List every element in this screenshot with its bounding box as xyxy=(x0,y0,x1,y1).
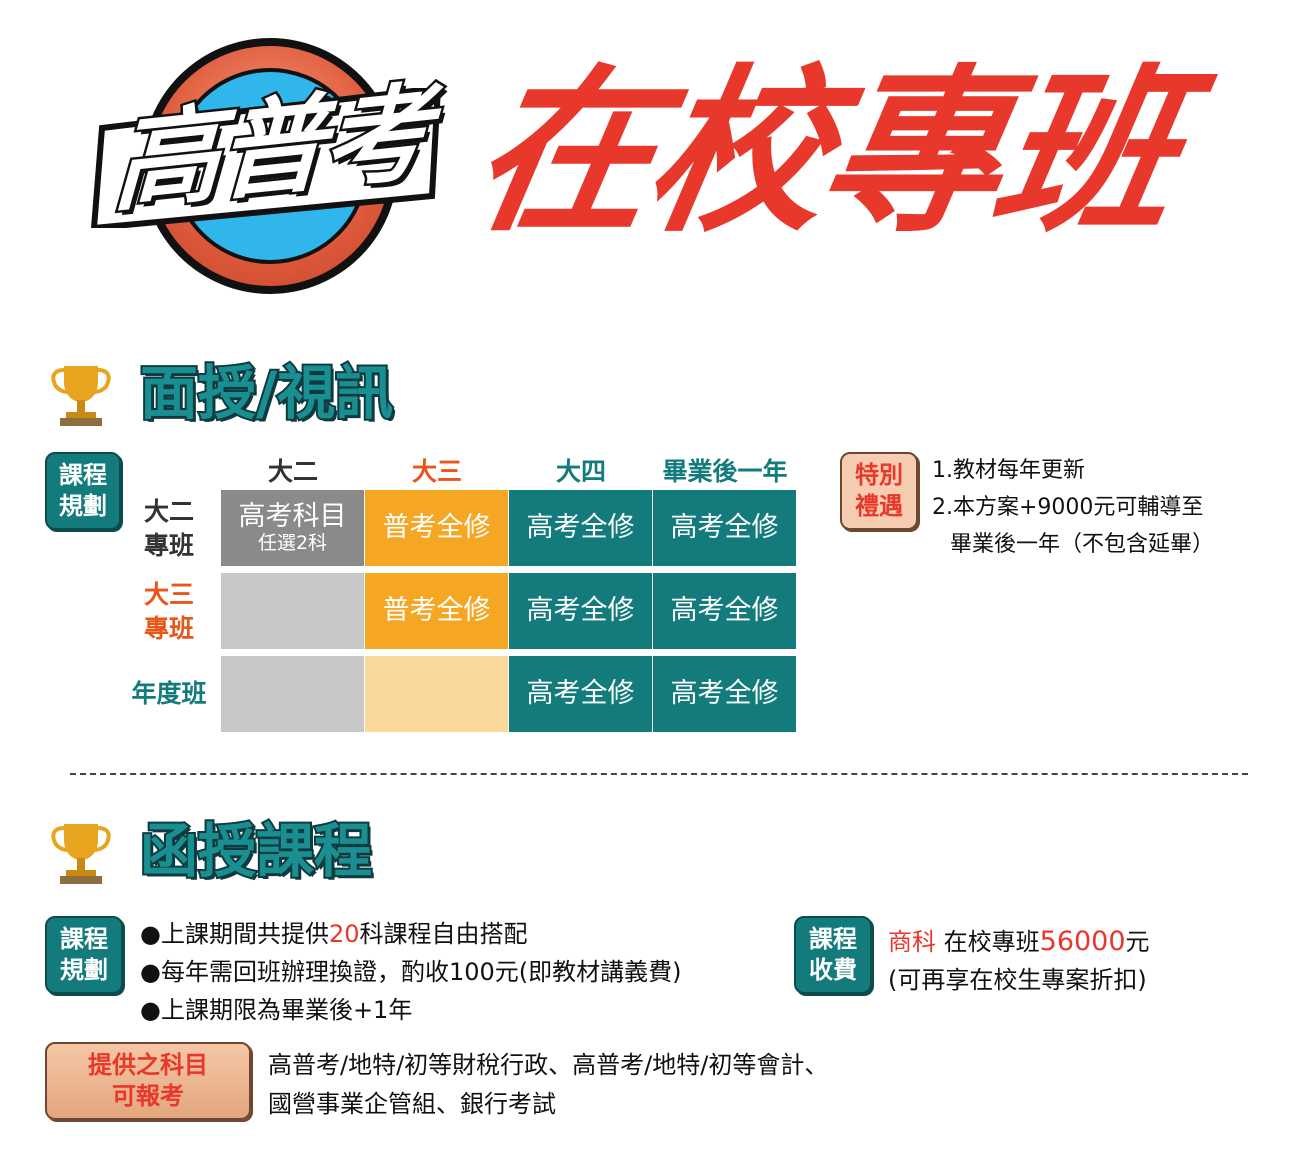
badge-line: 規劃 xyxy=(59,492,107,520)
table-cell: 高考全修 xyxy=(653,490,796,566)
trophy-icon xyxy=(51,824,111,884)
row-header: 年度班 xyxy=(121,677,217,711)
special-badge: 特別 禮遇 xyxy=(840,452,918,530)
divider xyxy=(70,773,1248,775)
row-header-line: 專班 xyxy=(143,531,194,560)
cell-text: 高考全修 xyxy=(526,512,635,543)
table-cell: 高考全修 xyxy=(509,573,652,649)
exams-line: 國營事業企管組、銀行考試 xyxy=(268,1090,556,1118)
badge-line: 規劃 xyxy=(60,956,108,984)
fee-subject: 商科 xyxy=(888,928,936,956)
table-cell xyxy=(221,573,364,649)
row-header-line: 大三 xyxy=(143,580,194,609)
badge-line: 課程 xyxy=(60,925,108,953)
page-title: 在校專班 xyxy=(458,49,1192,256)
cell-text: 普考全修 xyxy=(382,512,491,543)
col-header: 畢業後一年 xyxy=(662,457,788,486)
cell-text: 高考全修 xyxy=(526,678,635,709)
table-cell: 高考全修 xyxy=(509,656,652,732)
badge-line: 課程 xyxy=(809,925,857,953)
table-cell: 高考全修 xyxy=(653,573,796,649)
section-title-inperson: 面授/視訊 xyxy=(138,359,395,427)
cell-text: 高考全修 xyxy=(670,595,779,626)
fee-note: (可再享在校生專案折扣) xyxy=(888,966,1147,994)
trophy-icon xyxy=(51,366,111,426)
bullet-item: ●上課期限為畢業後+1年 xyxy=(140,996,413,1024)
bullet-item: ●每年需回班辦理換證，酌收100元(即教材講義費) xyxy=(140,958,682,986)
table-cell: 普考全修 xyxy=(365,490,508,566)
col-header: 大三 xyxy=(411,457,462,486)
table-cell: 高考全修 xyxy=(653,656,796,732)
badge-line: 可報考 xyxy=(112,1082,184,1110)
row-header-line: 年度班 xyxy=(131,679,207,708)
row-header: 大二 專班 xyxy=(121,495,217,563)
row-header-line: 專班 xyxy=(143,614,194,643)
fee-price: 56000 xyxy=(1039,926,1126,957)
table-cell: 高考全修 xyxy=(509,490,652,566)
col-header: 大二 xyxy=(267,457,318,486)
exams-badge: 提供之科目 可報考 xyxy=(45,1042,251,1120)
fee-badge: 課程 收費 xyxy=(794,916,872,994)
badge-line: 課程 xyxy=(59,461,107,489)
table-cell: 高考科目 任選2科 xyxy=(221,490,364,566)
table-cell xyxy=(221,656,364,732)
special-line: 2.本方案+9000元可輔導至 xyxy=(932,495,1204,520)
special-line: 畢業後一年（不包含延畢） xyxy=(950,532,1215,557)
badge-line: 收費 xyxy=(809,956,857,984)
fee-line: 商科 在校專班56000元 xyxy=(888,922,1150,957)
row-header: 大三 專班 xyxy=(121,578,217,646)
logo-band xyxy=(90,88,442,228)
section-title-correspondence: 函授課程 xyxy=(138,817,374,885)
row-header-line: 大二 xyxy=(143,497,194,526)
bullet-text: 科課程自由搭配 xyxy=(359,920,528,948)
cell-text: 普考全修 xyxy=(382,595,491,626)
course-count: 20 xyxy=(328,920,360,948)
table-cell xyxy=(365,656,508,732)
col-header: 大四 xyxy=(555,457,606,486)
fee-program: 在校專班 xyxy=(936,928,1040,956)
plan-badge: 課程 規劃 xyxy=(45,916,123,994)
badge-line: 禮遇 xyxy=(855,492,903,520)
cell-text: 高考全修 xyxy=(670,678,779,709)
cell-subtext: 任選2科 xyxy=(257,532,328,554)
special-line: 1.教材每年更新 xyxy=(932,458,1085,483)
plan-badge: 課程 規劃 xyxy=(45,452,121,530)
bullet-item: ●上課期間共提供20科課程自由搭配 xyxy=(140,914,528,949)
bullet-text: ●上課期間共提供 xyxy=(140,920,329,948)
exams-line: 高普考/地特/初等財稅行政、高普考/地特/初等會計、 xyxy=(268,1051,829,1079)
fee-unit: 元 xyxy=(1125,928,1150,956)
table-cell: 普考全修 xyxy=(365,573,508,649)
badge-line: 特別 xyxy=(855,461,903,489)
cell-text: 高考全修 xyxy=(670,512,779,543)
cell-text: 高考科目 xyxy=(238,501,347,532)
cell-text: 高考全修 xyxy=(526,595,635,626)
badge-line: 提供之科目 xyxy=(88,1051,208,1079)
